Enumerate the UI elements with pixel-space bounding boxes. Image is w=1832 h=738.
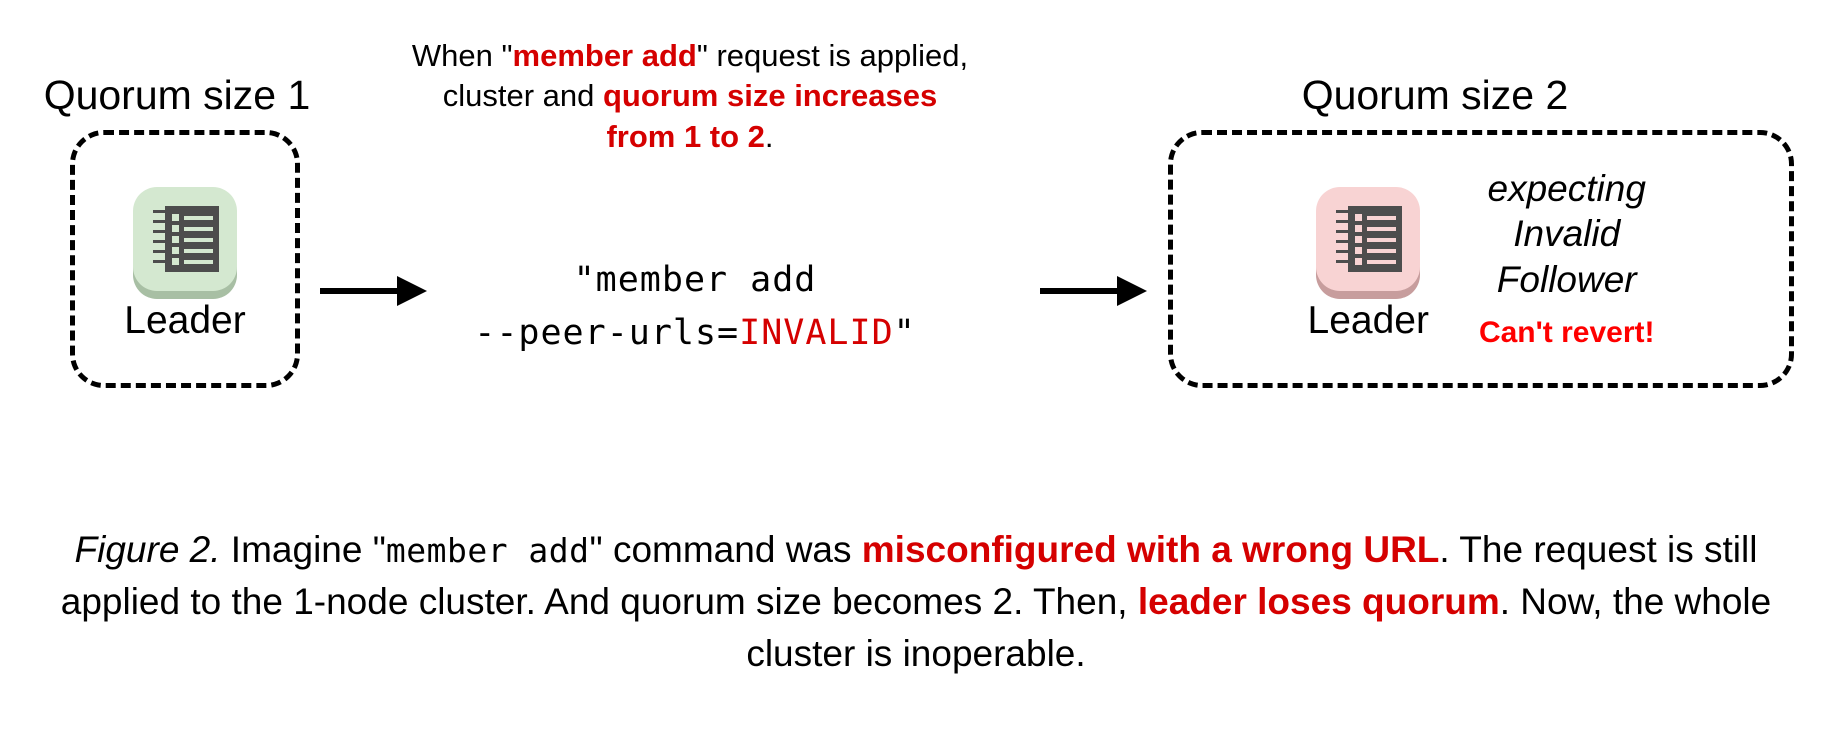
top-annotation-line3: from 1 to 2.	[606, 119, 773, 154]
figure-caption-seg-1: Imagine "	[220, 529, 386, 570]
right-cluster-box: Leader expecting Invalid Follower Can't …	[1168, 130, 1794, 388]
ledger-row-line	[1367, 226, 1397, 231]
ledger-row-mark	[1355, 257, 1363, 265]
ledger-row-mark	[1355, 213, 1363, 221]
ledger-row-mark	[1355, 246, 1363, 254]
top-annotation-highlight-quorum: quorum size increases	[603, 78, 938, 114]
right-cluster-content: Leader expecting Invalid Follower Can't …	[1173, 135, 1789, 383]
left-cluster-box: Leader	[70, 130, 300, 388]
ledger-row-mark	[172, 224, 179, 232]
right-leader-label: Leader	[1307, 298, 1429, 342]
top-annotation-text-a: When "	[411, 38, 513, 73]
top-annotation-text-d: .	[764, 118, 774, 154]
status-badge-cant-revert: Can't revert!	[1478, 315, 1655, 349]
ledger-row-line	[1367, 259, 1397, 264]
ledger-glyph	[151, 205, 219, 272]
ledger-ring	[153, 219, 169, 224]
ledger-ring	[153, 249, 169, 254]
ledger-icon	[133, 186, 237, 291]
follower-status-block: expecting Invalid Follower Can't revert!	[1479, 166, 1655, 351]
arrow-shaft	[1040, 288, 1118, 294]
ledger-ring	[1336, 229, 1353, 234]
top-annotation-highlight-range: from 1 to 2	[606, 118, 765, 154]
ledger-row-mark	[172, 257, 179, 265]
arrow-head	[397, 276, 427, 306]
ledger-ring	[153, 239, 169, 244]
ledger-row-line	[184, 226, 213, 231]
ledger-row-line	[1367, 248, 1397, 253]
left-leader-label: Leader	[124, 298, 246, 342]
figure-caption-seg-3: . The request is still applied to the 1-…	[60, 529, 1758, 622]
ledger-row-line	[184, 259, 213, 264]
figure-caption-seg-4: . Now, the whole cluster is inoperable.	[746, 580, 1772, 674]
ledger-row-mark	[172, 213, 179, 221]
top-annotation-highlight-command: member add	[512, 38, 697, 73]
ledger-row-line	[184, 248, 213, 253]
ledger-row-line	[1367, 215, 1397, 220]
top-annotation: When "member add" request is applied, cl…	[380, 36, 1000, 157]
figure-caption-seg-2: " command was	[589, 529, 862, 570]
command-line-1: "member add	[573, 260, 817, 300]
ledger-row-line	[184, 237, 213, 242]
ledger-ring	[1336, 239, 1353, 244]
top-annotation-line2: cluster and quorum size increases	[443, 78, 938, 113]
figure-caption: Figure 2. Imagine "member add" command w…	[60, 524, 1772, 679]
arrow-head	[1117, 276, 1147, 306]
top-annotation-text-b: " request is applied,	[696, 38, 969, 73]
ledger-icon	[1316, 186, 1421, 291]
ledger-ring	[1336, 249, 1353, 254]
figure-caption-highlight-misconfigured: misconfigured with a wrong URL	[861, 529, 1440, 570]
right-leader-node: Leader	[1308, 177, 1429, 342]
top-annotation-text-c: cluster and	[442, 78, 603, 114]
ledger-row-line	[1367, 237, 1397, 242]
figure-caption-command: member add	[385, 531, 590, 570]
ledger-ring	[1336, 259, 1353, 264]
left-cluster-content: Leader	[75, 135, 295, 383]
ledger-row-mark	[172, 235, 179, 243]
right-leader-icon-wrap	[1314, 181, 1422, 299]
ledger-row-mark	[1355, 235, 1363, 243]
figure-caption-label: Figure 2.	[74, 529, 221, 570]
top-annotation-line1: When "member add" request is applied,	[412, 38, 968, 73]
ledger-row-mark	[172, 246, 179, 254]
ledger-ring	[1336, 209, 1353, 214]
command-flag: --peer-urls=	[474, 313, 740, 354]
command-line-2: --peer-urls=INVALID"	[435, 307, 955, 360]
ledger-glyph	[1334, 205, 1403, 272]
ledger-ring	[153, 259, 169, 264]
arrow-right-icon	[320, 276, 427, 306]
arrow-right-icon	[1040, 276, 1147, 306]
command-text: "member add --peer-urls=INVALID"	[435, 254, 955, 360]
right-cluster-caption: Quorum size 2	[1301, 72, 1569, 118]
left-leader-node: Leader	[124, 177, 246, 342]
left-cluster-caption: Quorum size 1	[43, 72, 311, 118]
ledger-ring	[153, 229, 169, 234]
ledger-ring	[153, 209, 169, 214]
ledger-row-mark	[1355, 224, 1363, 232]
ledger-ring	[1336, 219, 1353, 224]
command-closing-quote: "	[893, 313, 916, 354]
left-leader-icon-wrap	[131, 181, 239, 299]
command-invalid-value: INVALID	[739, 313, 894, 354]
figure-caption-highlight-quorum-loss: leader loses quorum	[1137, 580, 1500, 622]
status-line-follower: Follower	[1496, 258, 1637, 300]
ledger-row-line	[184, 215, 213, 220]
status-line-invalid: Invalid	[1513, 213, 1621, 255]
status-line-expecting: expecting	[1487, 168, 1646, 210]
arrow-shaft	[320, 288, 398, 294]
